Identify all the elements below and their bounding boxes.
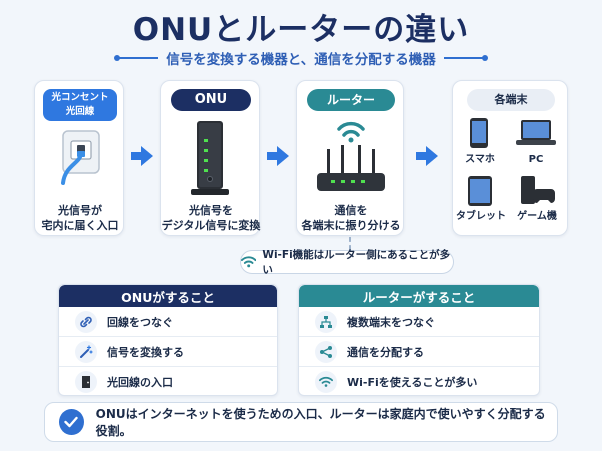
source-caption: 光信号が 宅内に届く入口 (35, 203, 125, 233)
link-icon (75, 310, 97, 333)
source-caption-line2: 宅内に届く入口 (41, 219, 119, 232)
onu-panel: ONUがすること 回線をつなぐ 信号を変換する 光回線の入口 (58, 284, 278, 396)
door-icon (75, 371, 97, 393)
arrow-right-icon (267, 146, 289, 166)
devices-badge: 各端末 (467, 89, 555, 111)
onu-panel-row: 回線をつなぐ (59, 307, 277, 337)
device-label-pc: PC (528, 154, 544, 165)
source-badge: 光コンセント 光回線 (43, 89, 117, 121)
devices-card: 各端末 スマホ PC タブレット ゲーム機 (452, 80, 568, 236)
onu-caption: 光信号を デジタル信号に変換 (161, 203, 261, 233)
share-icon (315, 340, 337, 363)
source-badge-line2: 光回線 (65, 106, 95, 117)
onu-caption-line2: デジタル信号に変換 (161, 219, 261, 232)
magic-wand-icon (75, 340, 97, 363)
check-circle-icon (59, 409, 84, 435)
wifi-icon (315, 371, 337, 393)
network-icon (315, 310, 337, 333)
laptop-icon (516, 120, 556, 145)
device-label-game-console: ゲーム機 (517, 211, 557, 222)
router-caption-line1: 通信を (334, 204, 368, 217)
router-caption: 通信を 各端末に振り分ける (297, 203, 405, 233)
router-panel: ルーターがすること 複数端末をつなぐ 通信を分配する Wi-Fiを使えることが多… (298, 284, 540, 396)
optical-outlet-icon (61, 130, 100, 185)
subtitle-row: 信号を変換する機器と、通信を分配する機器 (0, 48, 602, 68)
router-panel-row-text: 複数端末をつなぐ (347, 315, 435, 329)
tablet-icon (468, 176, 492, 206)
wifi-icon (241, 256, 257, 268)
onu-device-icon (191, 121, 229, 195)
router-panel-row-text: 通信を分配する (347, 345, 424, 359)
wifi-note-text: Wi-Fi機能はルーター側にあることが多い (262, 249, 451, 276)
subtitle: 信号を変換する機器と、通信を分配する機器 (166, 52, 436, 68)
device-label-tablet: タブレット (456, 211, 506, 222)
game-console-icon (521, 176, 555, 204)
onu-panel-row-text: 信号を変換する (107, 345, 184, 359)
page-title: ONUとルーターの違い (132, 12, 470, 48)
router-panel-row-text: Wi-Fiを使えることが多い (347, 376, 478, 389)
arrow-right-icon (416, 146, 438, 166)
device-label-smartphone: スマホ (465, 154, 495, 165)
onu-card: ONU 光信号を デジタル信号に変換 (160, 80, 260, 236)
router-panel-row: 複数端末をつなぐ (299, 307, 539, 337)
router-device-icon (317, 121, 385, 191)
onu-badge: ONU (171, 89, 251, 111)
source-badge-line1: 光コンセント (51, 92, 109, 103)
subtitle-right-line (443, 55, 488, 61)
onu-panel-row: 信号を変換する (59, 337, 277, 367)
onu-panel-row-text: 回線をつなぐ (107, 315, 173, 329)
arrow-right-icon (131, 146, 153, 166)
router-panel-row: Wi-Fiを使えることが多い (299, 367, 539, 395)
onu-panel-title: ONUがすること (59, 285, 277, 307)
source-card: 光コンセント 光回線 光信号が 宅内に届く入口 (34, 80, 124, 236)
onu-caption-line1: 光信号を (189, 204, 233, 217)
router-panel-row: 通信を分配する (299, 337, 539, 367)
source-caption-line1: 光信号が (58, 204, 102, 217)
router-badge: ルーター (307, 89, 395, 111)
summary-bar: ONUはインターネットを使うための入口、ルーターは家庭内で使いやすく分配する役割… (44, 402, 558, 442)
router-card: ルーター 通信を 各端末に振り分ける (296, 80, 404, 236)
onu-panel-row: 光回線の入口 (59, 367, 277, 395)
router-panel-title: ルーターがすること (299, 285, 539, 307)
summary-text: ONUはインターネットを使うための入口、ルーターは家庭内で使いやすく分配する役割… (95, 407, 546, 438)
wifi-note: Wi-Fi機能はルーター側にあることが多い (240, 249, 454, 276)
wifi-connector-line (349, 237, 351, 250)
onu-panel-row-text: 光回線の入口 (107, 376, 173, 389)
subtitle-left-line (114, 55, 159, 61)
smartphone-icon (470, 118, 488, 148)
router-caption-line2: 各端末に振り分ける (301, 219, 401, 232)
